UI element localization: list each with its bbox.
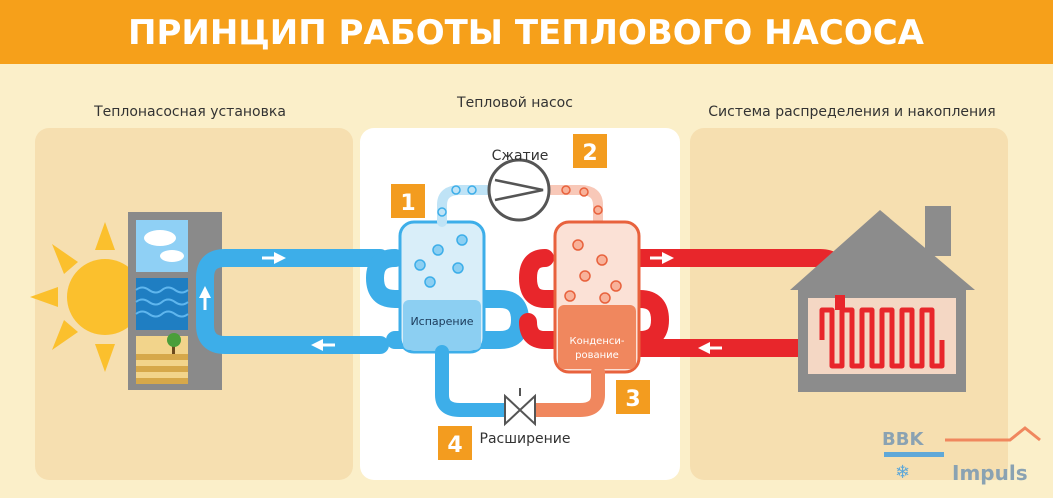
svg-text:❄: ❄: [895, 462, 910, 483]
section-label-right: Система распределения и накопления: [708, 104, 995, 120]
label-condensation-line1: Конденси-: [570, 336, 625, 347]
section-label-left: Теплонасосная установка: [93, 104, 286, 120]
expansion-pipe: [435, 345, 605, 417]
condenser: [553, 220, 641, 374]
svg-text:Impuls: Impuls: [952, 461, 1028, 485]
step-badge-3: 3: [616, 380, 650, 414]
condenser-bubbles: [564, 239, 622, 304]
label-expansion: Расширение: [480, 431, 571, 447]
svg-text:3: 3: [625, 387, 640, 412]
svg-text:4: 4: [447, 433, 462, 458]
radiator-icon: [819, 307, 945, 369]
label-evaporation: Испарение: [410, 315, 473, 328]
label-compression: Сжатие: [492, 148, 549, 164]
air-source-icon: [136, 220, 188, 272]
svg-text:BBK: BBK: [882, 429, 924, 450]
svg-text:1: 1: [400, 191, 415, 216]
evaporator-bubbles: [414, 234, 468, 288]
section-label-middle: Тепловой насос: [456, 95, 573, 111]
title-bar: [0, 0, 1053, 64]
step-badge-2: 2: [573, 134, 607, 168]
evaporator: [398, 220, 486, 354]
water-source-icon: [135, 278, 189, 330]
compressor-icon: [487, 158, 551, 222]
brand-logo: BBK Impuls ❄: [882, 426, 1041, 485]
step-badge-4: 4: [438, 426, 472, 460]
expansion-valve-icon: [504, 388, 536, 427]
compressor-bubbles-hot: [561, 185, 603, 215]
ground-source-icon: [136, 333, 188, 384]
compressor-bubbles-cold: [437, 185, 477, 217]
label-condensation-line2: рование: [575, 350, 619, 361]
page-title: ПРИНЦИП РАБОТЫ ТЕПЛОВОГО НАСОСА: [128, 13, 925, 53]
svg-text:2: 2: [582, 141, 597, 166]
cold-flow-arrows: [199, 252, 335, 351]
step-badge-1: 1: [391, 184, 425, 218]
